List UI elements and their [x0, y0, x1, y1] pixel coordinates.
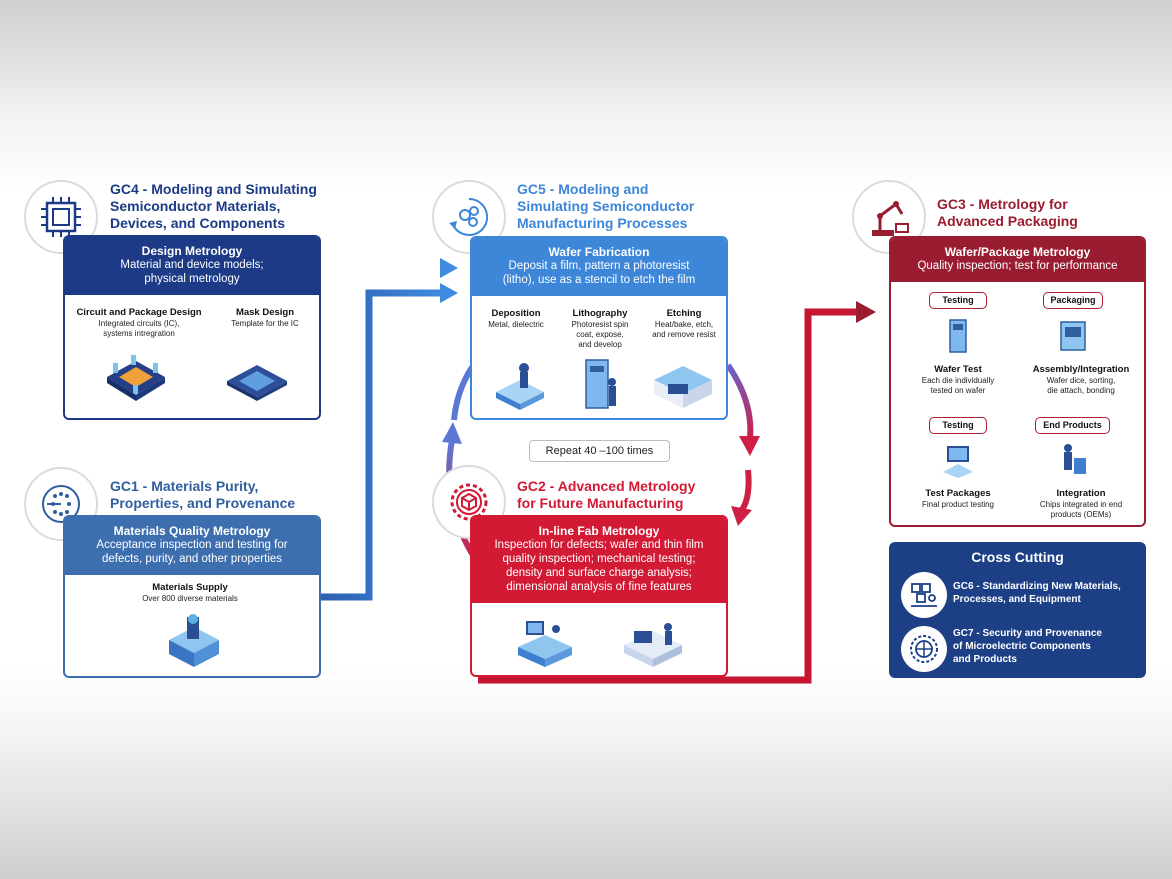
- pill-testing-1: Testing: [929, 292, 987, 309]
- wafer-fabrication-header: Wafer Fabrication Deposit a film, patter…: [472, 238, 726, 296]
- pill-end-products: End Products: [1035, 417, 1110, 434]
- wafer-test: Wafer Test Each die individually tested …: [921, 364, 995, 395]
- mask-design: Mask Design Template for the IC: [231, 307, 299, 328]
- chip-package-illustration: [107, 355, 165, 401]
- assembly-illustration: [1060, 321, 1086, 351]
- wafer-package-metrology-header: Wafer/Package Metrology Quality inspecti…: [891, 238, 1144, 282]
- deposition-illustration: [496, 363, 544, 410]
- cross-cutting-panel: Cross Cutting GC6 - Standardizing New Ma…: [889, 542, 1146, 678]
- design-metrology-card: Design Metrology Material and device mod…: [63, 235, 321, 420]
- integration: Integration Chips integrated in end prod…: [1039, 488, 1123, 519]
- security-icon: [901, 626, 947, 672]
- etching: Etching Heat/bake, etch, and remove resi…: [652, 308, 716, 339]
- integration-illustration: [1064, 444, 1086, 474]
- loop-arrow-down: [725, 363, 754, 439]
- test-packages: Test Packages Final product testing: [921, 488, 995, 509]
- cross-cutting-title: Cross Cutting: [971, 549, 1064, 565]
- circuit-package-design: Circuit and Package Design Integrated ci…: [76, 307, 202, 338]
- gc6-label: GC6 - Standardizing New Materials,Proces…: [953, 581, 1121, 605]
- deposition: Deposition Metal, dielectric: [488, 308, 544, 329]
- materials-quality-header: Materials Quality Metrology Acceptance i…: [65, 517, 319, 575]
- design-metrology-header: Design Metrology Material and device mod…: [65, 237, 319, 295]
- pill-packaging: Packaging: [1043, 292, 1103, 309]
- arrow-gc2-to-gc3: [478, 308, 858, 684]
- materials-supply: Materials Supply Over 800 diverse materi…: [142, 582, 238, 603]
- gear-cube-icon: [432, 465, 506, 539]
- lithography: Lithography Photoresist spin coat, expos…: [571, 308, 629, 349]
- assembly-integration: Assembly/Integration Wafer dice, sorting…: [1032, 364, 1130, 395]
- test-packages-illustration: [943, 446, 973, 478]
- materials-supply-illustration: [169, 614, 219, 667]
- gc1-title: GC1 - Materials Purity,Properties, and P…: [110, 478, 296, 511]
- mask-illustration: [227, 365, 287, 401]
- etching-illustration: [654, 366, 712, 408]
- arrow-gc1-to-gc5: [320, 289, 442, 601]
- process-cycle-icon: [432, 180, 506, 254]
- inline-fab-metrology-header: In-line Fab Metrology Inspection for def…: [472, 517, 726, 603]
- inline-fab-metrology-card: In-line Fab Metrology Inspection for def…: [470, 515, 728, 677]
- metrology-tool-illustration: [624, 623, 682, 667]
- standards-icon: [901, 572, 947, 618]
- pill-testing-2: Testing: [929, 417, 987, 434]
- wafer-test-illustration: [949, 319, 967, 353]
- inspection-station-illustration: [518, 621, 572, 667]
- lithography-illustration: [585, 359, 616, 409]
- wafer-package-metrology-card: Wafer/Package Metrology Quality inspecti…: [889, 236, 1146, 527]
- materials-quality-card: Materials Quality Metrology Acceptance i…: [63, 515, 321, 678]
- repeat-label: Repeat 40 –100 times: [529, 440, 670, 462]
- wafer-fabrication-card: Wafer Fabrication Deposit a film, patter…: [470, 236, 728, 420]
